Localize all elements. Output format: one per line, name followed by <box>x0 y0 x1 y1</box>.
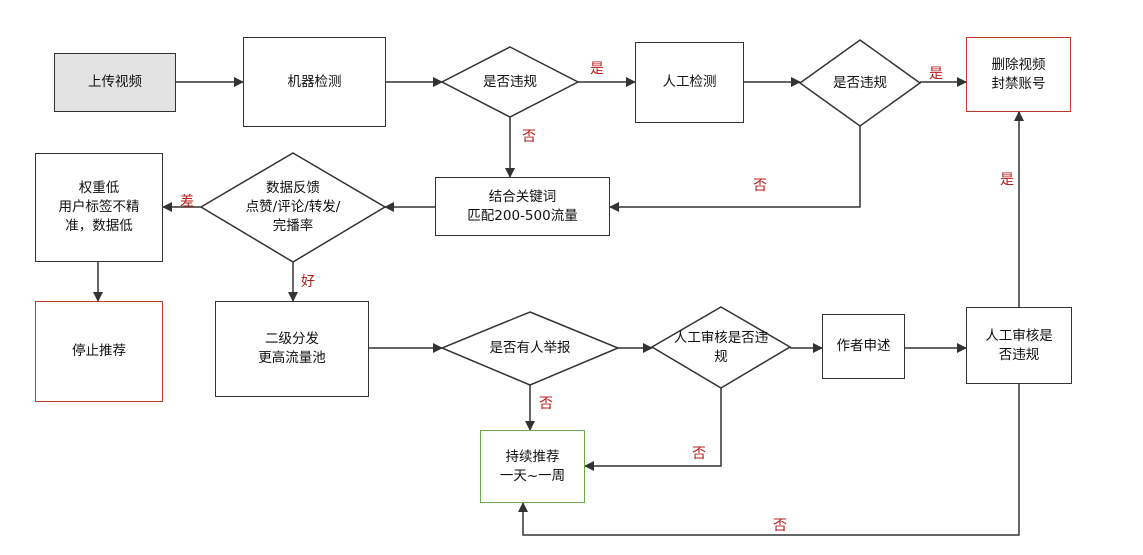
label-manualreview-no: 否 <box>773 518 787 534</box>
node-manual-review: 人工审核是 否违规 <box>966 307 1072 384</box>
node-low-weight: 权重低 用户标签不精 准，数据低 <box>35 153 163 262</box>
node-author-appeal: 作者申述 <box>822 314 905 379</box>
label-feedback-good: 好 <box>301 274 315 290</box>
label-violation1-no: 否 <box>522 129 536 145</box>
label-review-no: 否 <box>692 446 706 462</box>
decision-data-feedback: 数据反馈 点赞/评论/转发/ 完播率 <box>245 179 341 234</box>
node-upload-video: 上传视频 <box>54 53 176 112</box>
label-report-no: 否 <box>539 396 553 412</box>
label-violation2-no: 否 <box>753 178 767 194</box>
label-manualreview-yes: 是 <box>1000 172 1014 188</box>
node-machine-check: 机器检测 <box>243 37 386 127</box>
edge-manualreview-continue <box>518 384 1020 536</box>
label-violation2-yes: 是 <box>929 66 943 82</box>
node-manual-check: 人工检测 <box>635 42 744 123</box>
node-stop-recommend: 停止推荐 <box>35 301 163 402</box>
decision-reported: 是否有人举报 <box>489 339 571 356</box>
node-keyword-match: 结合关键词 匹配200-500流量 <box>435 177 610 236</box>
decision-violation-2: 是否违规 <box>833 74 887 91</box>
label-violation1-yes: 是 <box>590 61 604 77</box>
decision-violation-1: 是否违规 <box>483 73 537 90</box>
edge-violation2-keyword <box>609 126 861 212</box>
decision-review-violation: 人工审核是否违 规 <box>673 330 769 365</box>
node-secondary-distribution: 二级分发 更高流量池 <box>215 301 369 397</box>
node-continue-recommend: 持续推荐 一天~一周 <box>480 430 585 503</box>
connectors <box>93 77 1024 536</box>
edge-review-continue <box>584 388 722 471</box>
label-feedback-bad: 差 <box>180 194 194 210</box>
node-delete-ban: 删除视频 封禁账号 <box>966 37 1071 112</box>
